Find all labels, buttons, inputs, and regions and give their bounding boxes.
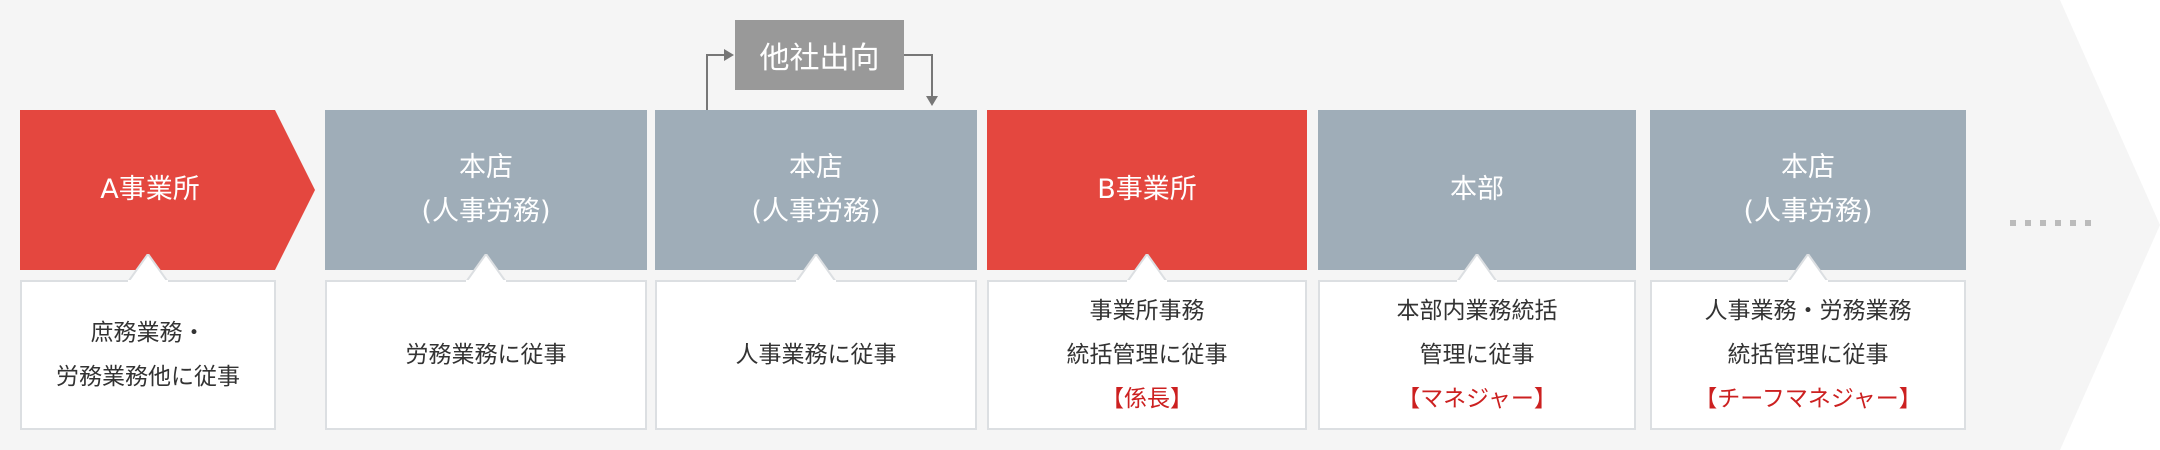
node-4-detail-line-2: 統括管理に従事 [1066, 342, 1228, 368]
node-5-detail-line-2: 管理に従事 [1419, 342, 1535, 368]
continuation-dots [2010, 220, 2091, 226]
node-2-detail-line-1: 労務業務に従事 [405, 342, 567, 368]
node-5-header: 本部 [1318, 110, 1636, 270]
node-6-title: 本店 [1781, 152, 1835, 183]
node-1-detail-line-2: 労務業務他に従事 [56, 364, 240, 390]
node-6-header: 本店 (人事労務) [1650, 110, 1966, 270]
node-2-header: 本店 (人事労務) [325, 110, 647, 270]
node-1-header: A事業所 [20, 110, 280, 270]
node-6-notch [1788, 254, 1828, 284]
node-5-role: 【マネジャー】 [1397, 386, 1557, 412]
node-2-title: 本店 [459, 152, 513, 183]
node-4-detail-line-1: 事業所事務 [1089, 298, 1205, 324]
node-5-notch [1457, 254, 1497, 284]
node-3-header: 本店 (人事労務) [655, 110, 977, 270]
node-3-title: 本店 [789, 152, 843, 183]
node-3-subtitle: (人事労務) [751, 196, 881, 227]
node-4-detail: 事業所事務 統括管理に従事 【係長】 [987, 280, 1307, 430]
node-5-detail: 本部内業務統括 管理に従事 【マネジャー】 [1318, 280, 1636, 430]
node-5-title: 本部 [1450, 174, 1504, 205]
node-4-notch [1127, 254, 1167, 284]
node-4-role: 【係長】 [1101, 386, 1193, 412]
node-6-detail-line-2: 統括管理に従事 [1727, 342, 1889, 368]
node-2-subtitle: (人事労務) [421, 196, 551, 227]
node-4-title: B事業所 [1097, 174, 1197, 205]
node-4-header: B事業所 [987, 110, 1307, 270]
node-5-detail-line-1: 本部内業務統括 [1396, 298, 1558, 324]
node-3-notch [796, 254, 836, 284]
node-6-subtitle: (人事労務) [1743, 196, 1873, 227]
secondment-label: 他社出向 [759, 41, 880, 76]
node-2-detail: 労務業務に従事 [325, 280, 647, 430]
node-1-notch [128, 254, 168, 284]
node-6-role: 【チーフマネジャー】 [1694, 386, 1922, 412]
node-2-notch [466, 254, 506, 284]
node-1-title: A事業所 [100, 174, 200, 205]
node-3-detail-line-1: 人事業務に従事 [735, 342, 897, 368]
node-3-detail: 人事業務に従事 [655, 280, 977, 430]
node-6-detail-line-1: 人事業務・労務業務 [1704, 298, 1912, 324]
node-6-detail: 人事業務・労務業務 統括管理に従事 【チーフマネジャー】 [1650, 280, 1966, 430]
node-1-detail-line-1: 庶務業務・ [90, 320, 206, 346]
node-1-detail: 庶務業務・ 労務業務他に従事 [20, 280, 276, 430]
secondment-box: 他社出向 [735, 20, 904, 90]
